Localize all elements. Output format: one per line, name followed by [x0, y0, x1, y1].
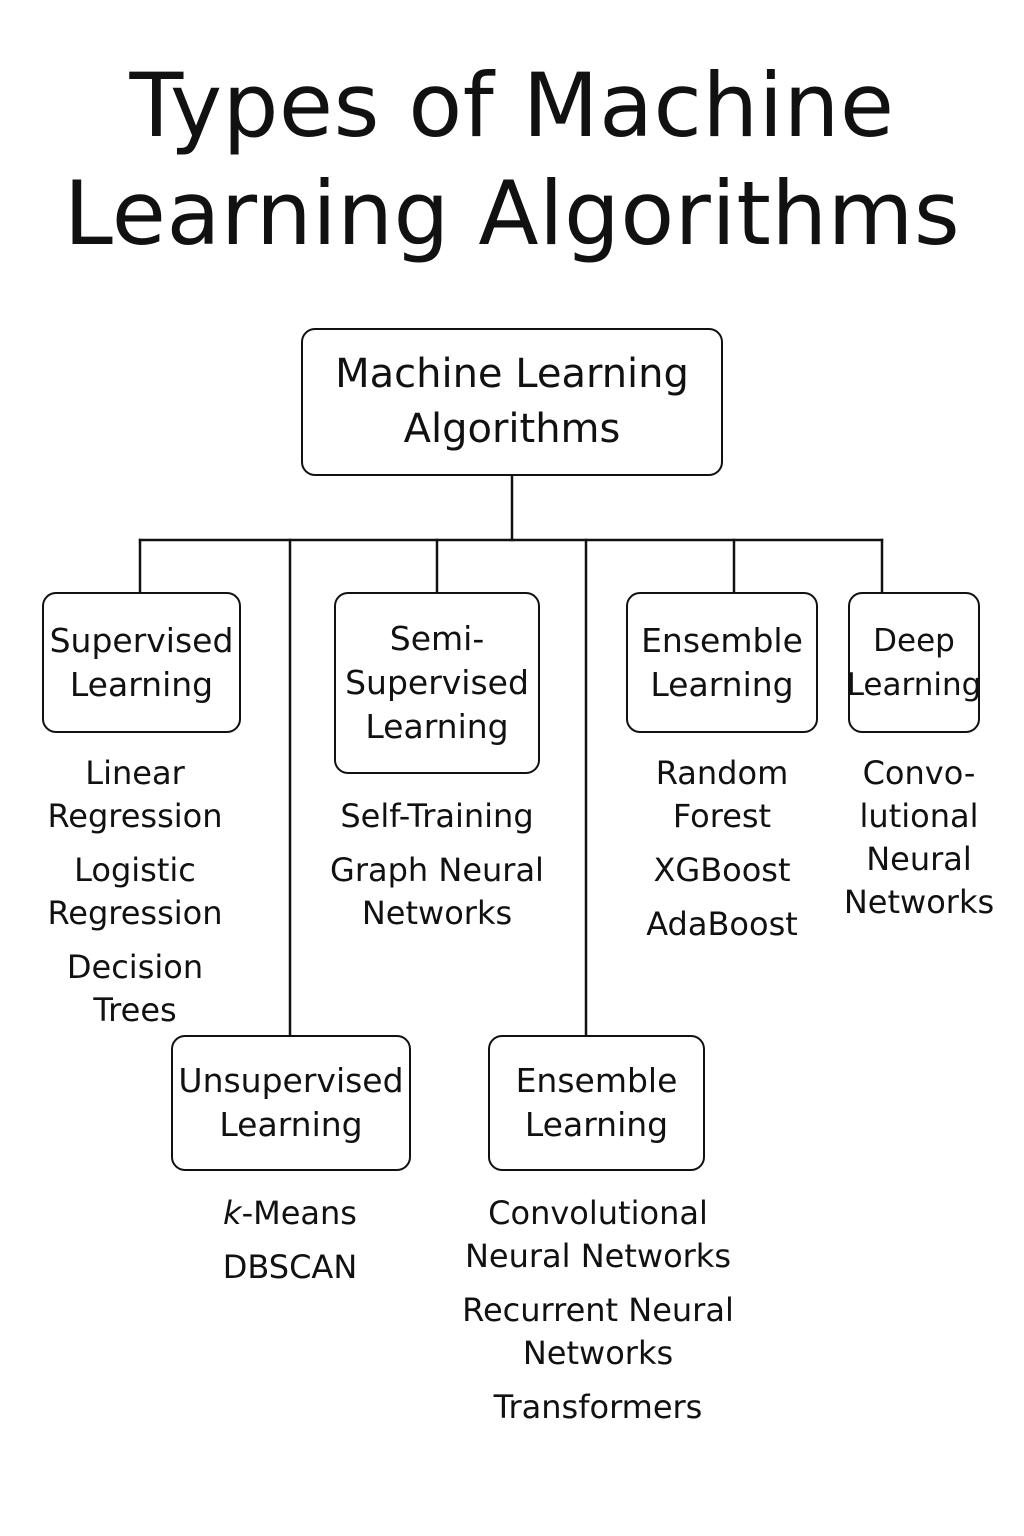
node-ensemble-learning-lower: Ensemble Learning [488, 1035, 705, 1171]
example-xgboost: XGBoost [653, 851, 791, 889]
example-logistic-regression: Logistic Regression [47, 851, 223, 932]
node-ensemble-learning-lower-label: Ensemble Learning [515, 1061, 678, 1144]
ensemble-learning-lower-examples: Convolutional Neural Networks Recurrent … [440, 1192, 756, 1429]
diagram-title-line-2: Learning Algorithms [63, 162, 961, 265]
root-node-label: Machine Learning Algorithms [335, 351, 689, 452]
example-convolutional-neural-networks: Convolutional Neural Networks [464, 1194, 731, 1275]
node-deep-learning-label: Deep Learning [846, 622, 982, 703]
diagram-title: Types of Machine Learning Algorithms [0, 52, 1024, 268]
example-decision-trees: Decision Trees [66, 948, 204, 1029]
example-transformers: Transformers [493, 1388, 703, 1426]
deep-learning-examples: Convo- lutional Neural Networks [834, 752, 1004, 924]
example-random-forest: Random Forest [655, 754, 789, 835]
unsupervised-learning-examples: k-Means DBSCAN [170, 1192, 410, 1289]
node-semi-supervised-learning-label: Semi- Supervised Learning [345, 619, 529, 746]
example-dbscan: DBSCAN [222, 1248, 358, 1286]
semi-supervised-learning-examples: Self-Training Graph Neural Networks [312, 795, 562, 935]
supervised-learning-examples: Linear Regression Logistic Regression De… [20, 752, 250, 1032]
node-deep-learning: Deep Learning [846, 592, 982, 733]
ensemble-learning-upper-examples: Random Forest XGBoost AdaBoost [616, 752, 828, 946]
example-convolutional-neural-networks-deep: Convo- lutional Neural Networks [843, 754, 995, 921]
node-supervised-learning: Supervised Learning [42, 592, 241, 733]
example-graph-neural-networks: Graph Neural Networks [330, 851, 544, 932]
node-semi-supervised-learning: Semi- Supervised Learning [334, 592, 540, 774]
node-unsupervised-learning: Unsupervised Learning [171, 1035, 411, 1171]
node-ensemble-learning-upper-label: Ensemble Learning [641, 620, 803, 704]
diagram-title-line-1: Types of Machine [129, 54, 895, 157]
example-self-training: Self-Training [340, 797, 534, 835]
example-recurrent-neural-networks: Recurrent Neural Networks [462, 1291, 734, 1372]
root-node: Machine Learning Algorithms [301, 328, 723, 476]
example-k-means: k-Means [223, 1194, 357, 1232]
node-ensemble-learning-upper: Ensemble Learning [626, 592, 818, 733]
node-unsupervised-learning-label: Unsupervised Learning [178, 1061, 404, 1144]
example-linear-regression: Linear Regression [47, 754, 223, 835]
example-adaboost: AdaBoost [646, 905, 798, 943]
node-supervised-learning-label: Supervised Learning [49, 620, 234, 704]
